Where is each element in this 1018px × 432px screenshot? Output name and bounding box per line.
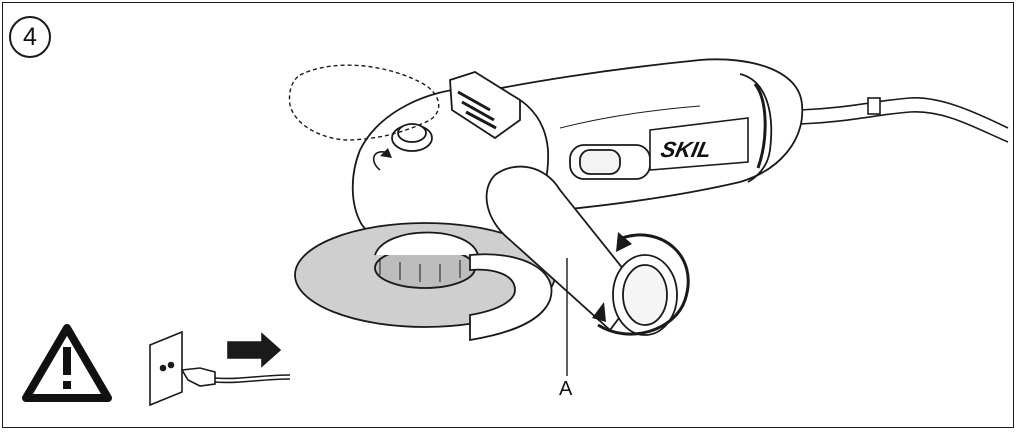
rotation-arrow-icon [372,151,386,171]
disc-guard [469,253,553,342]
alternate-handle-position [288,64,440,141]
tighten-rotation-arrow-icon [592,232,690,336]
warning-triangle-icon [22,324,112,402]
power-cord [799,97,1009,143]
brand-logo-text: SKIL [659,137,714,162]
brand-logo: SKIL [649,117,749,171]
callout-label-a: A [559,378,573,400]
step-number-badge: 4 [9,16,51,58]
unplug-from-socket-icon [149,330,291,407]
step-number: 4 [23,22,37,51]
side-handle [485,165,678,336]
